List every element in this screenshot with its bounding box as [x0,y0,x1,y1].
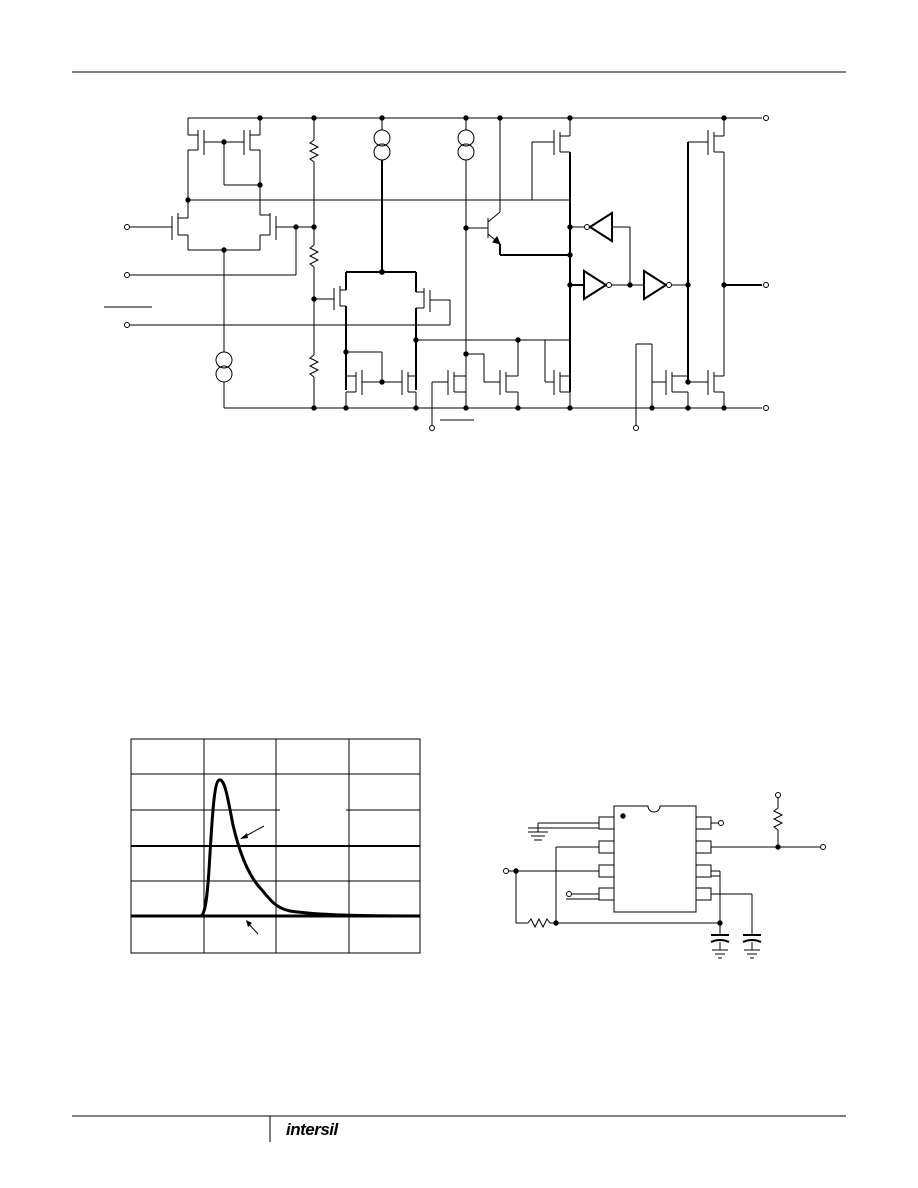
terminal-shdn [429,425,435,431]
application-circuit [503,792,826,959]
intersil-logo: intersil [286,1120,338,1139]
plot-grid [131,739,420,953]
ic-package [613,805,697,913]
terminal-in2 [124,272,130,278]
terminal-ground [763,405,769,411]
terminal-vplus [763,115,769,121]
terminal-out [763,282,769,288]
terminal-in3 [124,322,130,328]
terminal-in1 [124,224,130,230]
terminal-enable [633,425,639,431]
pulse-trace [131,778,421,918]
internal-schematic [104,115,769,431]
waveform-plot [130,738,421,954]
